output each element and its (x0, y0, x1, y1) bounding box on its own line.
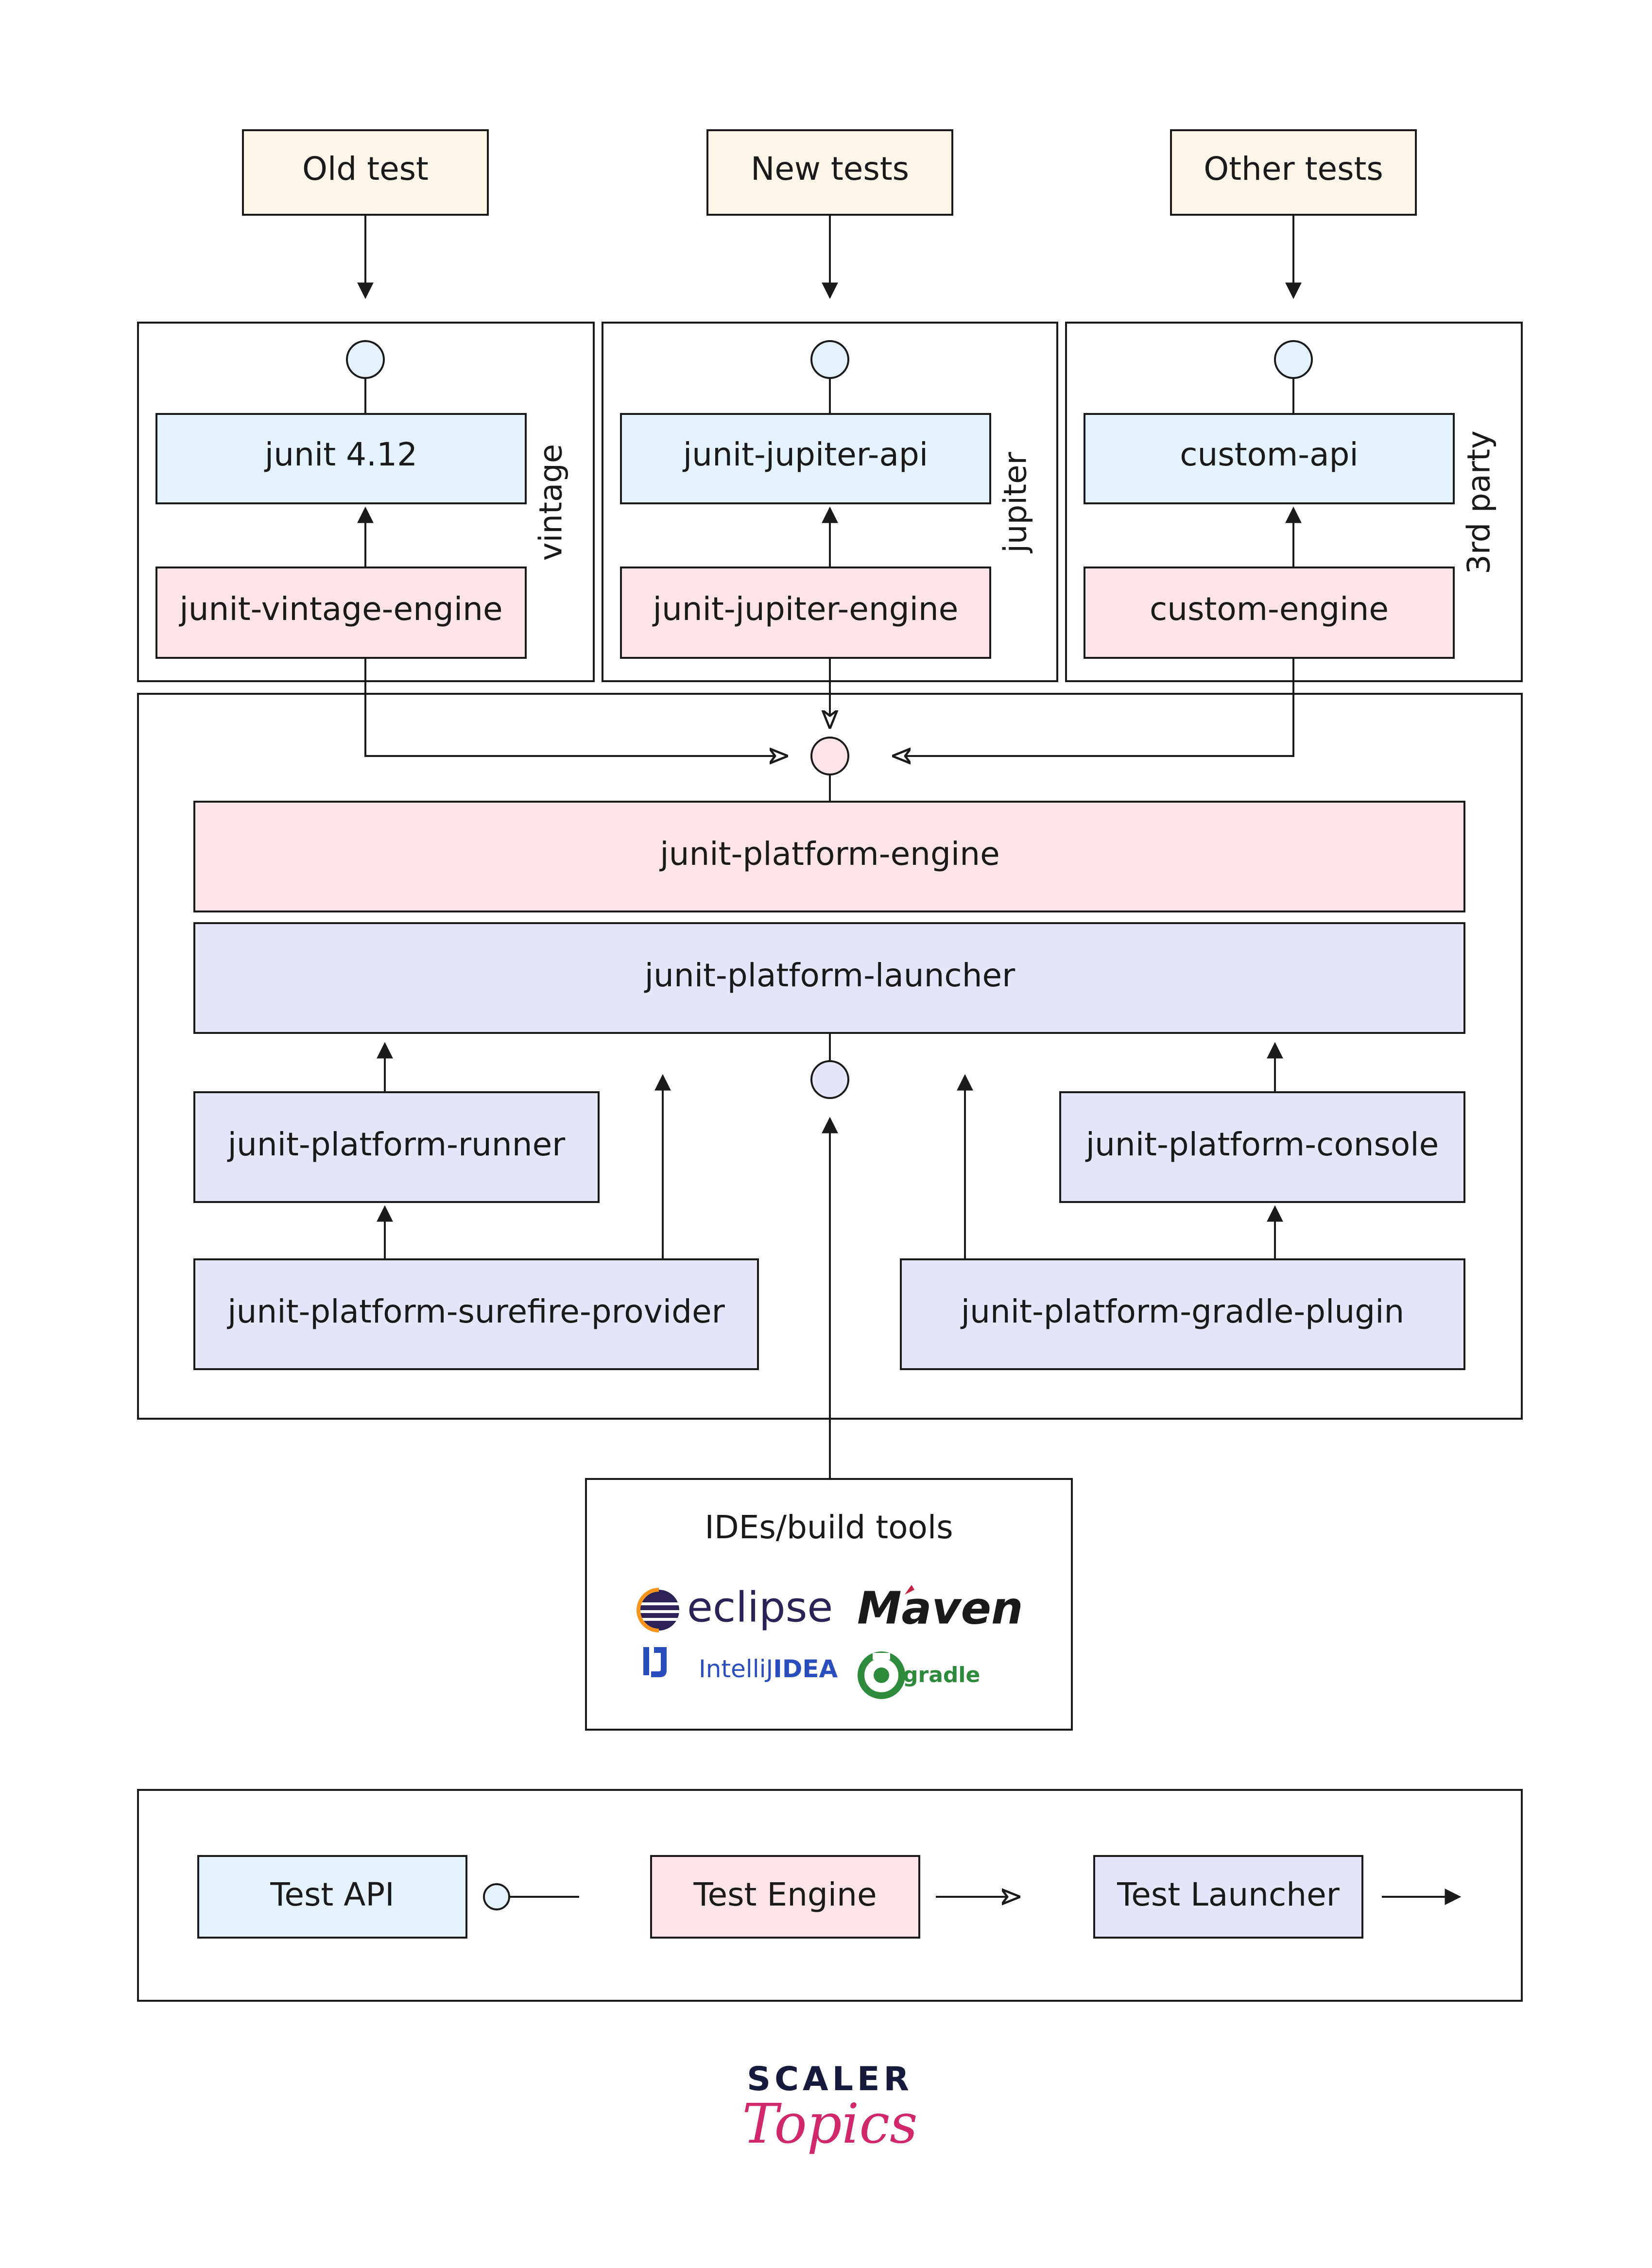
vintage-api-label: junit 4.12 (264, 436, 417, 473)
vintage-engine-label: junit-vintage-engine (178, 590, 502, 628)
legend-engine-box (650, 1855, 920, 1939)
eclipse-logo: eclipse (637, 1583, 833, 1632)
tools-box: IDEs/build tools eclipse Maven IntelliJI… (585, 1478, 1073, 1731)
jupiter-api-box (620, 413, 991, 504)
jupiter-api-label: junit-jupiter-api (682, 436, 928, 473)
input-other-tests: Other tests (1170, 129, 1417, 216)
input-new-tests: New tests (706, 129, 953, 216)
vintage-engine-box (155, 567, 527, 659)
platform-gradle-box (900, 1258, 1465, 1370)
launcher-interface-circle (810, 1060, 849, 1099)
group-jupiter: junit-jupiter-api junit-jupiter-engine j… (602, 322, 1058, 682)
jupiter-engine-label: junit-jupiter-engine (652, 590, 959, 628)
platform-console-label: junit-platform-console (1085, 1126, 1439, 1163)
legend-launcher-label: Test Launcher (1117, 1876, 1340, 1913)
engine-interface-circle (810, 737, 849, 775)
brand-bottom-text: Topics (742, 2093, 917, 2156)
platform-engine-box (193, 801, 1465, 912)
jupiter-side-label: jupiter (998, 452, 1034, 554)
legend-engine-label: Test Engine (693, 1876, 877, 1913)
platform-surefire-box (193, 1258, 759, 1370)
platform-surefire-label: junit-platform-surefire-provider (226, 1293, 725, 1330)
platform-runner-label: junit-platform-runner (227, 1126, 566, 1163)
input-old-test-label: Old test (302, 150, 429, 188)
input-new-tests-label: New tests (751, 150, 909, 188)
input-old-test: Old test (242, 129, 489, 216)
api-interface-circle (810, 340, 849, 379)
gradle-wordmark: gradle (903, 1663, 980, 1687)
maven-wordmark: Maven (857, 1582, 1023, 1634)
maven-logo: Maven (857, 1582, 1023, 1634)
platform-launcher-box (193, 922, 1465, 1034)
legend: Test API Test Engine Test Launcher (137, 1789, 1523, 2002)
third-api-label: custom-api (1180, 436, 1359, 473)
input-other-tests-label: Other tests (1204, 150, 1383, 188)
legend-api-box (197, 1855, 467, 1939)
scaler-topics-logo: SCALER Topics (742, 2060, 917, 2156)
legend-api-label: Test API (270, 1876, 394, 1913)
platform-runner-box (193, 1091, 600, 1203)
intellij-wordmark: IntelliJIDEA (699, 1655, 838, 1683)
gradle-logo: gradle (858, 1651, 980, 1699)
platform-engine-label: junit-platform-engine (659, 835, 999, 873)
platform-gradle-label: junit-platform-gradle-plugin (960, 1293, 1405, 1330)
third-api-box (1084, 413, 1455, 504)
third-engine-label: custom-engine (1150, 590, 1389, 628)
arrow-vintage-engine-to-platform (364, 658, 786, 756)
group-third-party: custom-api custom-engine 3rd party (1065, 322, 1523, 682)
intellij-logo: IntelliJIDEA (643, 1647, 838, 1683)
platform-console-box (1059, 1091, 1465, 1203)
group-vintage: junit 4.12 junit-vintage-engine vintage (137, 322, 595, 682)
legend-launcher-box (1093, 1855, 1363, 1939)
legend-api-symbol (483, 1883, 510, 1910)
vintage-api-box (155, 413, 527, 504)
vintage-side-label: vintage (533, 444, 569, 561)
platform-launcher-label: junit-platform-launcher (644, 957, 1015, 994)
api-interface-circle (1274, 340, 1313, 379)
arrow-third-engine-to-platform (894, 658, 1294, 756)
api-interface-circle (346, 340, 385, 379)
third-engine-box (1084, 567, 1455, 659)
third-side-label: 3rd party (1462, 430, 1497, 574)
tools-title: IDEs/build tools (705, 1509, 953, 1546)
jupiter-engine-box (620, 567, 991, 659)
brand-top-text: SCALER (747, 2060, 913, 2098)
eclipse-wordmark: eclipse (687, 1583, 833, 1632)
